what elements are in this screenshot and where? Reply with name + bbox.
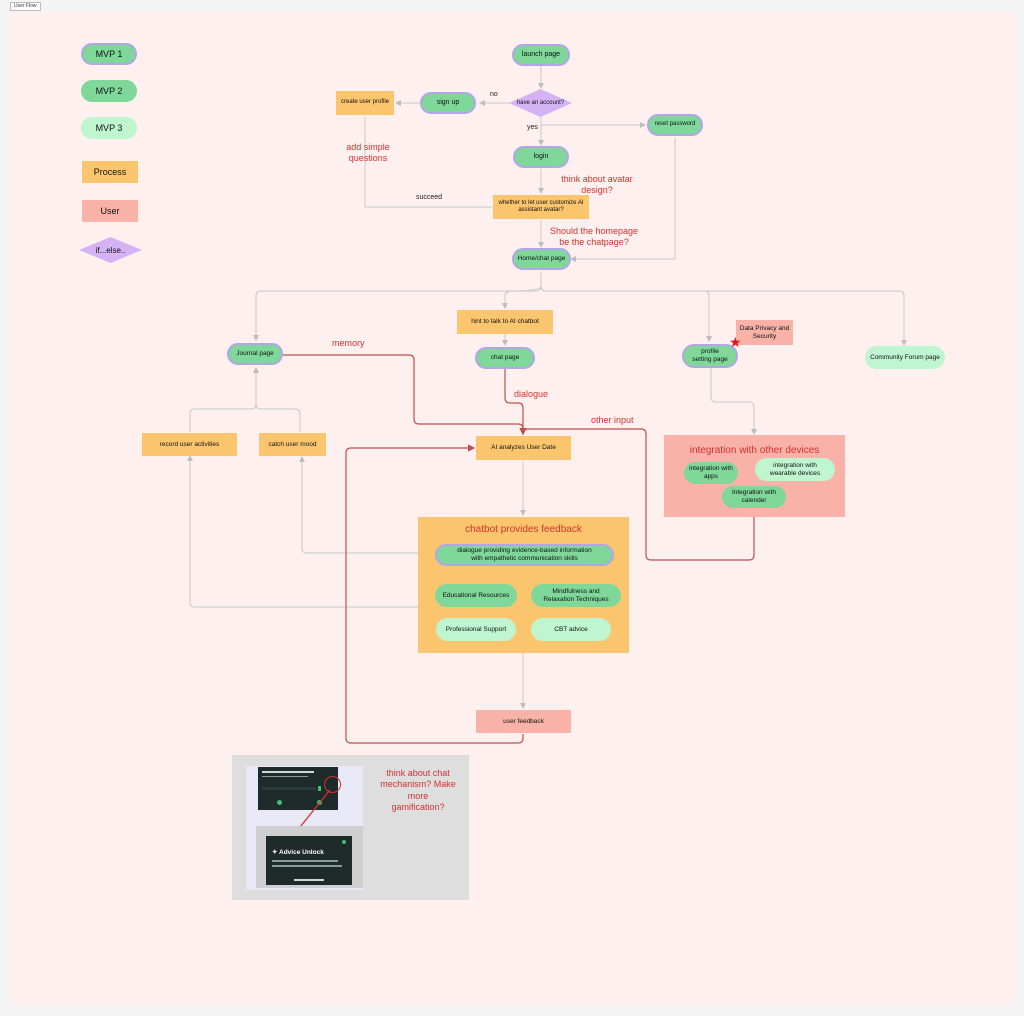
label-other-input: other input — [591, 415, 634, 426]
edge-home-to-community — [541, 286, 904, 345]
node-login: login — [513, 146, 569, 168]
edge-mood-to-journal — [256, 404, 300, 432]
node-reset-password: reset password — [647, 114, 703, 136]
legend-process: Process — [82, 161, 138, 183]
edge-home-to-profile — [541, 286, 709, 341]
legend-mvp1: MVP 1 — [81, 43, 137, 65]
advice-unlock-label: Advice Unlock — [279, 849, 324, 856]
screenshot-advice-screen: ✦ Advice Unlock — [266, 836, 352, 885]
node-dialogue-info: dialogue providing evidence-based inform… — [435, 544, 614, 566]
legend-ifelse-label: if...else.. — [96, 246, 126, 255]
label-succeed: succeed — [416, 194, 442, 201]
node-integ-calender: Integration with calender — [722, 486, 786, 508]
advice-unlock-title: ✦ Advice Unlock — [272, 848, 324, 856]
node-have-account-label: have an account? — [517, 100, 564, 106]
node-professional-support: Professional Support — [436, 618, 516, 641]
node-chat-page: chat page — [475, 347, 535, 369]
note-add-questions: add simple questions — [340, 142, 396, 165]
edge-home-to-hint — [505, 286, 541, 308]
node-educational-resources: Educational Resources — [435, 584, 517, 607]
node-hint: hint to talk to AI chatbot — [457, 310, 553, 334]
node-community-forum: Community Forum page — [865, 346, 945, 369]
node-user-feedback: user feedback — [476, 710, 571, 733]
node-mindfulness: Mindfulness and Relaxation Techniques — [531, 584, 621, 607]
legend-user: User — [82, 200, 138, 222]
node-launch-page: launch page — [512, 44, 570, 66]
node-integ-apps: integration with apps — [684, 462, 738, 484]
label-no: no — [490, 91, 498, 98]
note-homepage-chat: Should the homepage be the chatpage? — [544, 226, 644, 249]
node-create-profile: create user profile — [336, 91, 394, 115]
edge-profile-to-integration — [711, 368, 754, 434]
node-customize-avatar: whether to let user customize AI assista… — [493, 195, 589, 219]
node-data-privacy: Data Privacy and Security — [736, 320, 793, 345]
node-cbt-advice: CBT advice — [531, 618, 611, 641]
legend-mvp2: MVP 2 — [81, 80, 137, 102]
integration-title: integration with other devices — [664, 445, 845, 458]
edge-feedback-to-mood — [302, 457, 418, 553]
node-integ-wearable: integration with wearable devices — [755, 458, 835, 481]
legend-mvp3: MVP 3 — [81, 117, 137, 139]
legend-ifelse: if...else.. — [79, 237, 142, 263]
sparkle-icon: ✦ — [272, 849, 279, 856]
note-avatar-design: think about avatar design? — [555, 174, 639, 197]
edge-feedback-to-record — [190, 456, 418, 607]
label-yes: yes — [527, 124, 538, 131]
node-home-chat: Home/chat page — [512, 248, 571, 270]
node-have-account: have an account? — [509, 89, 572, 117]
node-ai-analyzes: AI analyzes User Date — [476, 436, 571, 460]
node-journal: Journal page — [227, 343, 283, 365]
note-chat-mechanism: think about chat mechanism? Make more ga… — [380, 768, 456, 813]
node-catch-mood: catch user mood — [259, 433, 326, 456]
node-record-activities: record user activities — [142, 433, 237, 456]
label-dialogue: dialogue — [514, 389, 548, 400]
star-icon: ★ — [729, 335, 742, 349]
feedback-title: chatbot provides feedback — [418, 524, 629, 537]
node-sign-up: sign up — [420, 92, 476, 114]
edge-record-to-journal — [190, 368, 256, 432]
label-memory: memory — [332, 338, 365, 349]
